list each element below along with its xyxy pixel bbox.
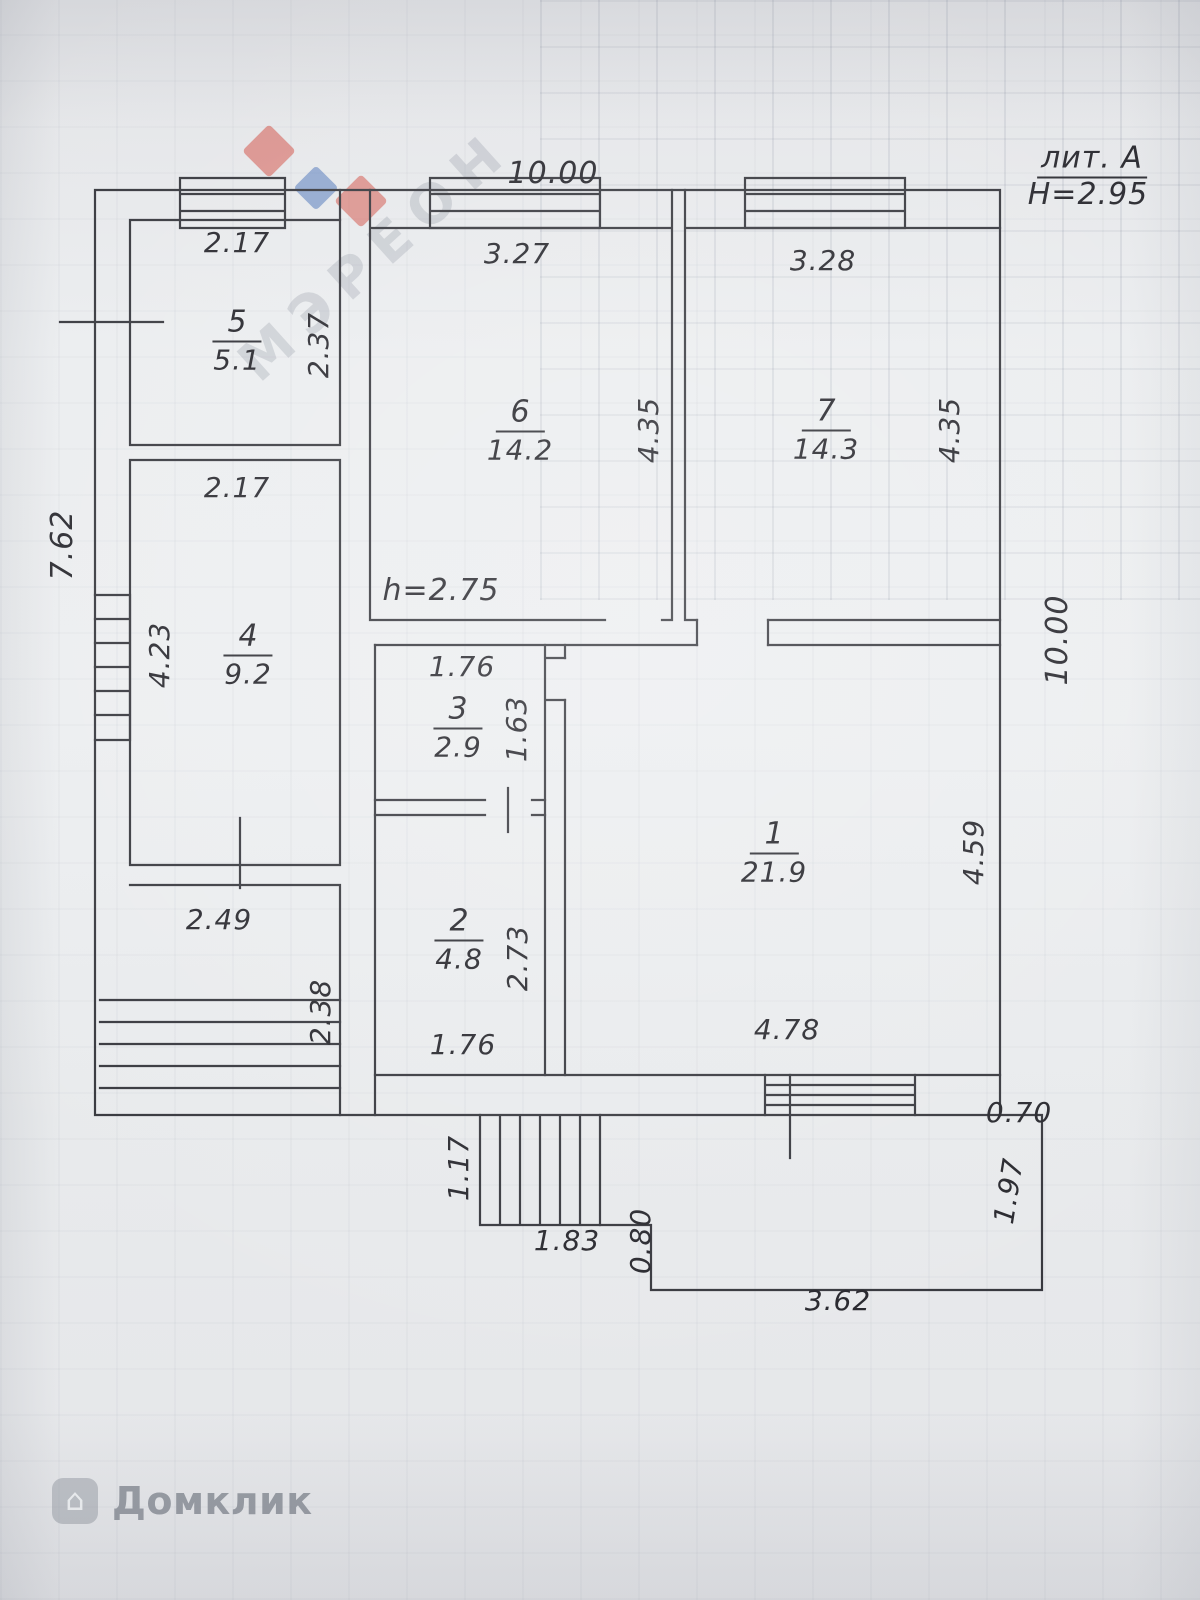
building-height-label: H=2.95 — [1027, 177, 1149, 212]
room-7-area: 14.3 — [792, 432, 860, 466]
room-5-area: 5.1 — [213, 343, 261, 377]
dim-stairs-width: 1.83 — [533, 1224, 601, 1257]
stairs-symbol — [478, 1113, 602, 1227]
dim-room5-width: 2.17 — [203, 226, 271, 259]
room-6-number: 6 — [495, 397, 545, 433]
dim-overall-left: 7.62 — [45, 509, 80, 581]
room-2-area: 4.8 — [435, 942, 483, 976]
dim-room6-width: 3.27 — [483, 237, 551, 270]
dim-room1-height: 4.59 — [957, 818, 990, 886]
room-6-label: 6 14.2 — [486, 397, 554, 467]
dim-ext-notch: 0.80 — [624, 1207, 657, 1275]
room-3-label: 3 2.9 — [433, 694, 483, 764]
dim-porch-width: 2.49 — [185, 903, 253, 936]
litera-label: лит. А — [1037, 143, 1147, 179]
window-symbols — [93, 176, 917, 1117]
dim-ext-step: 0.70 — [985, 1096, 1053, 1129]
house-logo-icon: ⌂ — [52, 1478, 98, 1524]
dim-room5-height: 2.37 — [302, 311, 335, 379]
room-3-number: 3 — [433, 694, 483, 730]
dim-room4-width: 2.17 — [203, 471, 271, 504]
dim-room6-height: 4.35 — [632, 396, 665, 464]
dim-overall-right: 10.00 — [1040, 594, 1075, 686]
dim-room2-height: 2.73 — [501, 924, 534, 992]
room-6-area: 14.2 — [486, 433, 554, 467]
ceiling-height-label: h=2.75 — [382, 573, 500, 608]
room-7-number: 7 — [801, 396, 851, 432]
room-2-label: 2 4.8 — [434, 906, 484, 976]
room-2-number: 2 — [434, 906, 484, 942]
room-5-number: 5 — [212, 307, 262, 343]
dim-room2-width: 1.76 — [429, 1028, 497, 1061]
room-1-label: 1 21.9 — [740, 819, 808, 889]
dim-room7-width: 3.28 — [789, 244, 857, 277]
dim-room3-height: 1.63 — [500, 695, 533, 763]
bottom-watermark-text: Домклик — [112, 1479, 313, 1523]
room-1-number: 1 — [749, 819, 799, 855]
room-3-area: 2.9 — [434, 730, 482, 764]
porch-steps-symbol — [98, 998, 342, 1090]
room-5-label: 5 5.1 — [212, 307, 262, 377]
dim-porch-height: 2.38 — [304, 978, 337, 1046]
room-1-area: 21.9 — [740, 855, 808, 889]
dim-room7-height: 4.35 — [933, 396, 966, 464]
dim-ext-bottom: 3.62 — [804, 1284, 872, 1317]
room-4-area: 9.2 — [224, 657, 272, 691]
dim-room3-width: 1.76 — [428, 650, 496, 683]
room-4-label: 4 9.2 — [223, 621, 273, 691]
dim-room1-width: 4.78 — [753, 1013, 821, 1046]
door-section-marks — [58, 320, 792, 1160]
bottom-watermark: ⌂ Домклик — [52, 1478, 313, 1524]
dim-room4-height: 4.23 — [143, 621, 176, 689]
room-7-label: 7 14.3 — [792, 396, 860, 466]
dim-overall-top: 10.00 — [507, 156, 599, 191]
dim-stairs-height: 1.17 — [442, 1134, 475, 1202]
room-4-number: 4 — [223, 621, 273, 657]
outer-walls — [93, 188, 1044, 1292]
